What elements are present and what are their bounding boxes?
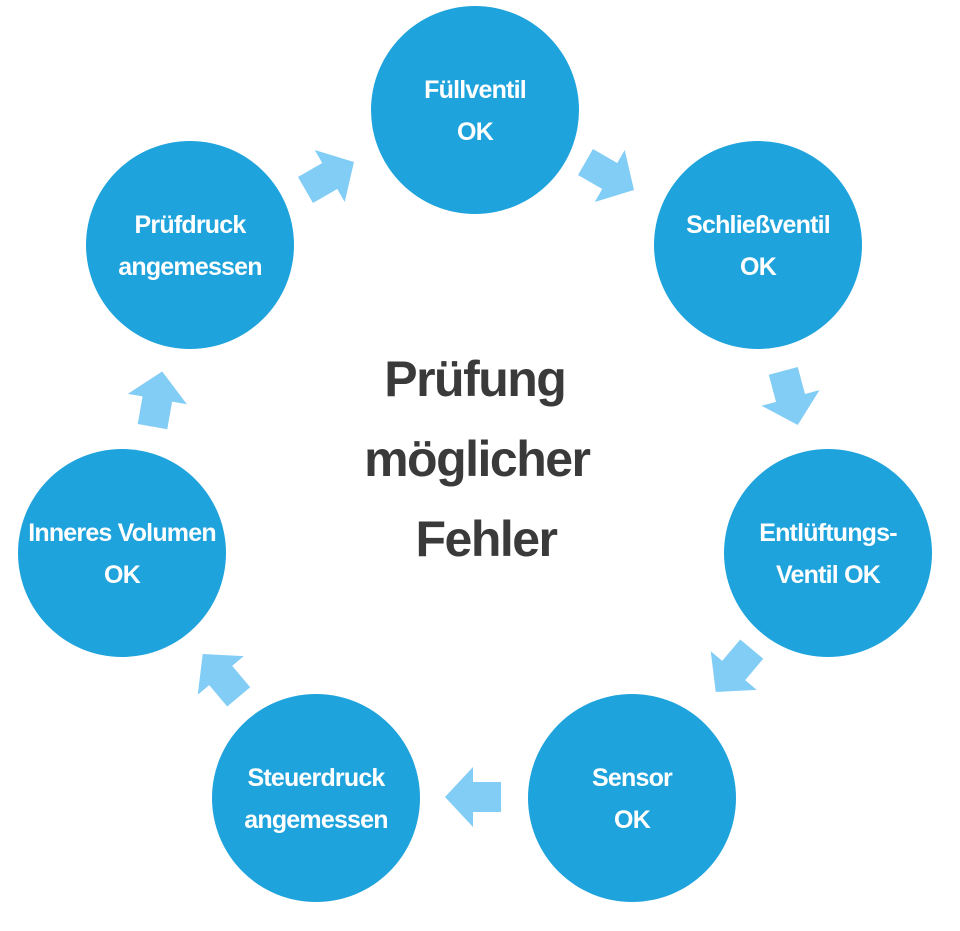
- cycle-node-pruefdruck: Prüfdruck angemessen: [86, 141, 294, 349]
- block-arrow-icon: [445, 767, 501, 827]
- block-arrow-icon: [297, 150, 354, 203]
- node-circle: [654, 141, 862, 349]
- node-label-line: Ventil OK: [776, 561, 881, 589]
- node-label-line: OK: [614, 806, 651, 834]
- node-circle: [18, 449, 226, 657]
- node-label-line: Sensor: [592, 764, 673, 792]
- node-label: Steuerdruck angemessen: [244, 764, 387, 834]
- center-title-line-1: Prüfung: [384, 351, 565, 407]
- node-label-line: Schließventil: [686, 211, 830, 239]
- node-label-line: Prüfdruck: [135, 211, 247, 239]
- cycle-node-entlueftungsventil: Entlüftungs- Ventil OK: [724, 449, 932, 657]
- node-label-line: angemessen: [118, 253, 261, 281]
- node-circle: [528, 694, 736, 902]
- node-circle: [86, 141, 294, 349]
- node-label-line: OK: [740, 253, 777, 281]
- block-arrow-icon: [127, 371, 187, 430]
- node-label-line: Steuerdruck: [247, 764, 385, 792]
- node-circle: [212, 694, 420, 902]
- block-arrow-icon: [197, 654, 251, 707]
- node-label-line: OK: [104, 561, 141, 589]
- node-label: Prüfdruck angemessen: [118, 211, 261, 281]
- block-arrow-icon: [710, 639, 764, 692]
- center-title: Prüfung möglicher Fehler: [364, 351, 602, 567]
- block-arrow-icon: [577, 149, 634, 202]
- center-title-line-3: Fehler: [415, 511, 557, 567]
- cycle-arrows: [127, 149, 820, 827]
- node-label-line: Inneres Volumen: [28, 519, 216, 547]
- node-circle: [371, 6, 579, 214]
- node-label: Entlüftungs- Ventil OK: [759, 519, 897, 589]
- center-title-line-2: möglicher: [364, 431, 590, 487]
- cycle-node-steuerdruck: Steuerdruck angemessen: [212, 694, 420, 902]
- block-arrow-icon: [761, 367, 820, 425]
- node-label-line: Füllventil: [424, 76, 526, 104]
- node-circle: [724, 449, 932, 657]
- node-label-line: angemessen: [244, 806, 387, 834]
- node-label-line: Entlüftungs-: [759, 519, 897, 547]
- node-label-line: OK: [457, 118, 494, 146]
